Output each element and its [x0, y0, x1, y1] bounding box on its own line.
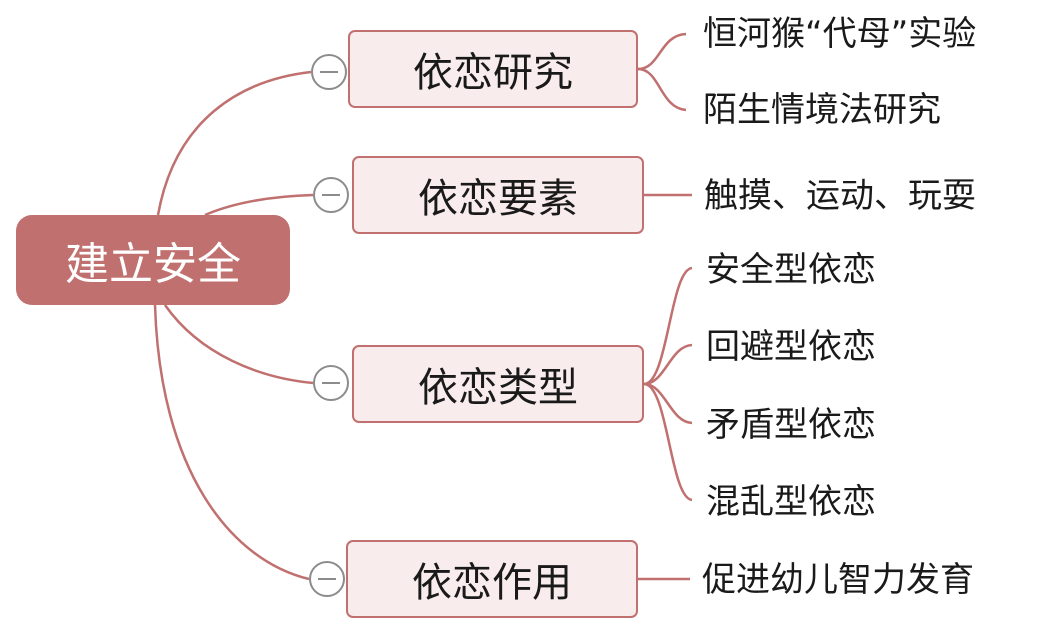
- leaf-node[interactable]: 陌生情境法研究: [703, 90, 941, 130]
- collapse-toggle-research[interactable]: [311, 54, 347, 90]
- branch-label: 依恋作用: [412, 560, 572, 606]
- root-to-branch-link: [156, 70, 312, 216]
- minus-circle-icon: [322, 193, 340, 197]
- root-to-branch-link: [204, 193, 314, 217]
- branch-node-types[interactable]: 依恋类型: [352, 345, 644, 423]
- branch-to-leaf-link: [643, 382, 693, 502]
- branch-label: 依恋研究: [413, 50, 573, 96]
- leaf-node[interactable]: 矛盾型依恋: [706, 405, 876, 445]
- branch-node-function[interactable]: 依恋作用: [346, 540, 638, 618]
- leaf-node[interactable]: 混乱型依恋: [706, 482, 876, 522]
- leaf-node[interactable]: 触摸、运动、玩耍: [704, 176, 976, 216]
- collapse-toggle-types[interactable]: [313, 365, 349, 401]
- collapse-toggle-function[interactable]: [309, 561, 345, 597]
- root-node[interactable]: 建立安全: [16, 215, 290, 305]
- branch-to-leaf-link: [643, 266, 693, 386]
- branch-label: 依恋要素: [418, 176, 578, 222]
- minus-circle-icon: [318, 577, 336, 581]
- minus-circle-icon: [320, 70, 338, 74]
- leaf-node[interactable]: 恒河猴“代母”实验: [703, 14, 977, 54]
- leaf-node[interactable]: 安全型依恋: [706, 250, 876, 290]
- branch-to-leaf-link: [643, 343, 693, 386]
- branch-to-leaf-link: [637, 32, 687, 71]
- branch-to-leaf-link: [637, 67, 687, 112]
- branch-node-elements[interactable]: 依恋要素: [352, 156, 644, 234]
- minus-circle-icon: [322, 381, 340, 385]
- branch-node-research[interactable]: 依恋研究: [348, 30, 638, 108]
- leaf-node[interactable]: 回避型依恋: [706, 327, 876, 367]
- leaf-node[interactable]: 促进幼儿智力发育: [702, 560, 974, 600]
- collapse-toggle-elements[interactable]: [313, 177, 349, 213]
- root-to-branch-link: [153, 304, 310, 581]
- branch-label: 依恋类型: [418, 365, 578, 411]
- root-label: 建立安全: [65, 239, 241, 290]
- root-to-branch-link: [163, 304, 314, 385]
